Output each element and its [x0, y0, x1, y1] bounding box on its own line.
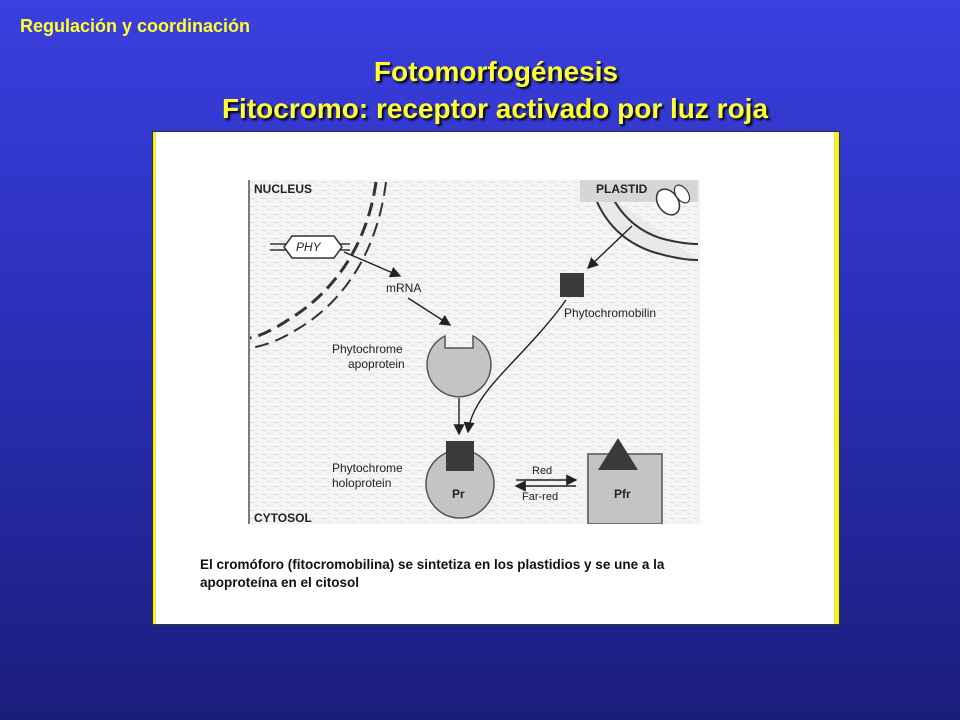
phytochrome-diagram: NUCLEUS PLASTID PHY mRNA Phytochromobili…: [248, 180, 700, 524]
nucleus-label: NUCLEUS: [254, 182, 312, 196]
far-red-label: Far-red: [522, 491, 558, 503]
phy-gene-label: PHY: [296, 240, 322, 254]
apoprotein-label-line1: Phytochrome: [332, 342, 403, 356]
nucleus-membrane-outer: [249, 181, 378, 340]
phy-gene-box: [283, 235, 343, 259]
holoprotein-label-line2: holoprotein: [332, 476, 391, 490]
apoprotein-shape: [426, 334, 492, 398]
holoprotein-label-line1: Phytochrome: [332, 461, 403, 475]
arrow-gene-to-mrna: [343, 251, 402, 278]
nucleus-membrane-inner: [249, 181, 387, 349]
caption-line1: El cromóforo (fitocromobilina) se sintet…: [200, 557, 665, 572]
phytochromobilin-square: [560, 273, 584, 297]
arrow-chromophore-to-holoprotein: [463, 299, 567, 434]
pr-chromophore-square: [446, 441, 474, 471]
plastid-pore: [673, 184, 691, 204]
plastid-membrane-inner: [605, 181, 699, 245]
caption-line2: apoproteína en el citosol: [200, 575, 360, 590]
slide-subtitle: Fitocromo: receptor activado por luz roj…: [221, 93, 769, 124]
cytosol-label: CYTOSOL: [254, 511, 312, 524]
figure-caption: El cromóforo (fitocromobilina) se sintet…: [200, 556, 760, 592]
phytochromobilin-label: Phytochromobilin: [564, 306, 656, 320]
arrow-mrna-to-apoprotein: [407, 297, 452, 326]
pfr-chromophore-triangle: [598, 438, 638, 470]
panel-left-accent: [153, 132, 156, 624]
plastid-label: PLASTID: [596, 182, 648, 196]
section-label: Regulación y coordinación: [20, 16, 251, 36]
pfr-label: Pfr: [614, 487, 631, 501]
slide-title: Fotomorfogénesis: [373, 56, 619, 87]
arrow-plastid-to-chromophore: [586, 225, 633, 269]
red-label: Red: [532, 465, 552, 477]
pr-label: Pr: [452, 487, 465, 501]
mrna-label: mRNA: [386, 281, 421, 295]
apoprotein-label-line2: apoprotein: [348, 357, 405, 371]
panel-right-accent: [834, 132, 839, 624]
